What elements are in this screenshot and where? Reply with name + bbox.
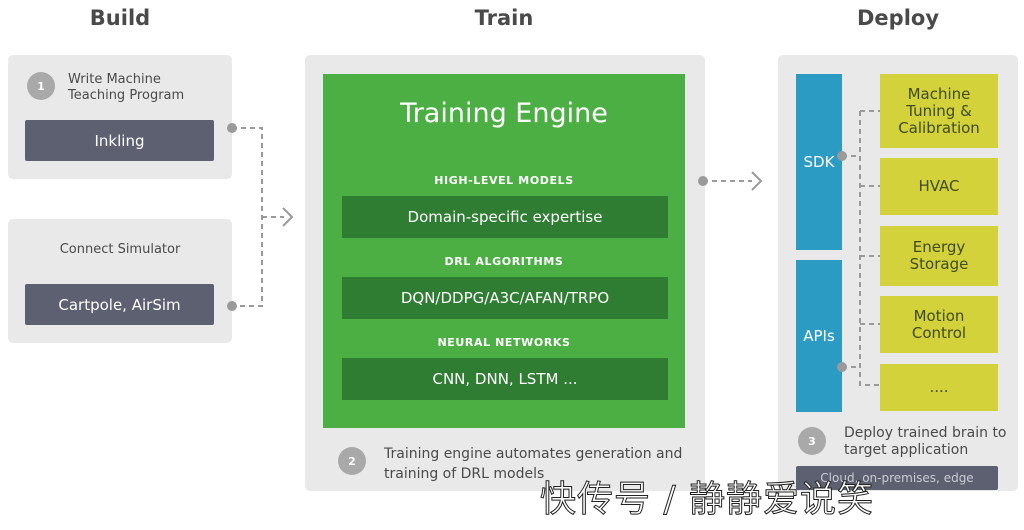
drl-algorithms-heading: DRL ALGORITHMS: [444, 255, 564, 268]
watermark-text: 快传号 / 静静爱说笑: [539, 479, 875, 521]
neural-networks-heading: NEURAL NETWORKS: [437, 336, 571, 349]
step-1-text: Write Machine Teaching Program: [68, 72, 184, 104]
drl-algorithms-box: DQN/DDPG/A3C/AFAN/TRPO: [342, 277, 668, 319]
neural-networks-box: CNN, DNN, LSTM ...: [342, 358, 668, 400]
engine-output-dot: [698, 176, 708, 186]
simulator-button[interactable]: Cartpole, AirSim: [25, 284, 214, 325]
step-3-badge: 3: [798, 427, 826, 455]
inkling-button[interactable]: Inkling: [25, 120, 214, 161]
train-column-title: Train: [474, 6, 534, 30]
target-hvac-label: HVAC: [918, 177, 960, 195]
target-motion-control-line2: Control: [911, 323, 967, 342]
build-merge-connector: [232, 127, 263, 307]
step-3-text-line2: target application: [844, 442, 969, 458]
deploy-column-title: Deploy: [856, 6, 940, 30]
target-machine-tuning-line1: Machine: [907, 84, 971, 103]
step-1-text-line2: Teaching Program: [68, 88, 185, 103]
deploy-tree-trunk: [842, 155, 880, 386]
step-2-text: Training engine automates generation and…: [384, 444, 682, 484]
sdk-bar: SDK: [796, 74, 842, 250]
target-more: ....: [880, 364, 998, 411]
training-engine-title: Training Engine: [400, 98, 608, 129]
target-motion-control-line1: Motion: [913, 306, 965, 325]
step-3-text-line1: Deploy trained brain to: [844, 425, 1007, 441]
target-motion-control: Motion Control: [880, 296, 998, 353]
inkling-dot: [227, 123, 237, 133]
connector-dots: [227, 123, 847, 372]
high-level-models-box: Domain-specific expertise: [342, 196, 668, 238]
step-2-text-line1: Training engine automates generation and: [384, 446, 683, 462]
target-hvac: HVAC: [880, 158, 998, 215]
sdk-dot: [837, 151, 847, 161]
target-machine-tuning-line3: Calibration: [898, 118, 980, 137]
build-column-title: Build: [89, 6, 151, 30]
step-3-text: Deploy trained brain to target applicati…: [844, 425, 1007, 459]
arrow-head-icon: [282, 207, 294, 227]
target-energy-storage-line2: Storage: [909, 255, 969, 273]
deploy-targets-button[interactable]: Cloud, on-premises, edge: [796, 466, 998, 490]
arrow-head-icon: [751, 171, 763, 191]
step-2-badge: 2: [338, 447, 366, 475]
target-machine-tuning-line2: Tuning &: [906, 101, 972, 120]
target-energy-storage-line1: Energy: [912, 238, 966, 256]
target-energy-storage: Energy Storage: [880, 226, 998, 286]
target-more-label: ....: [929, 378, 949, 396]
target-machine-tuning: Machine Tuning & Calibration: [880, 74, 998, 148]
high-level-models-heading: HIGH-LEVEL MODELS: [434, 174, 574, 187]
step-2-text-line2: training of DRL models: [384, 466, 545, 482]
connect-simulator-text: Connect Simulator: [59, 242, 181, 257]
simulator-dot: [227, 301, 237, 311]
write-program-panel: 1 Write Machine Teaching Program Inkling: [8, 55, 232, 179]
apis-dot: [837, 362, 847, 372]
training-engine: Training Engine HIGH-LEVEL MODELS Domain…: [323, 74, 685, 428]
step-1-badge: 1: [27, 72, 55, 100]
apis-bar: APIs: [796, 260, 842, 412]
step-1-text-line1: Write Machine: [68, 72, 161, 87]
connect-simulator-panel: Connect Simulator Cartpole, AirSim: [8, 219, 232, 343]
